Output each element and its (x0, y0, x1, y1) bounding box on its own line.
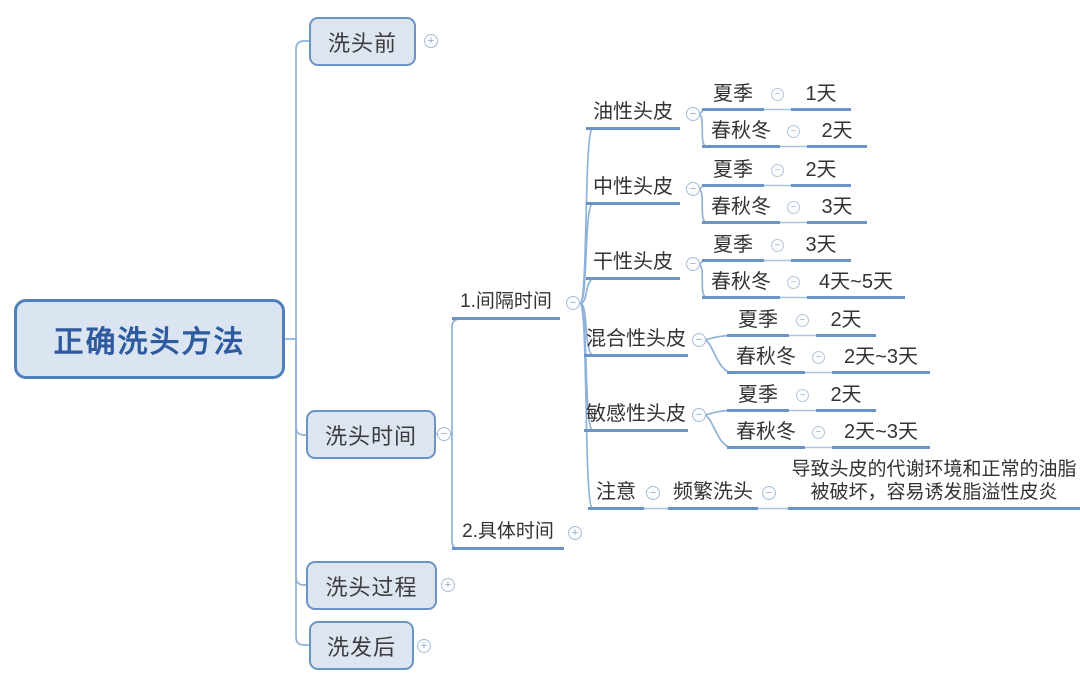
collapse-icon[interactable]: − (646, 486, 660, 500)
topic-note[interactable]: 注意 (588, 481, 644, 510)
topic-days-value[interactable]: 2天 (807, 121, 867, 148)
topic-season-label[interactable]: 夏季 (727, 310, 789, 337)
topic-days-value[interactable]: 2天~3天 (832, 422, 930, 449)
topic-days-value[interactable]: 2天 (791, 160, 851, 187)
leaf-row: 春秋冬 − 2天 (702, 121, 867, 148)
topic-frequent-wash[interactable]: 频繁洗头 (668, 481, 758, 510)
collapse-icon[interactable]: − (686, 107, 700, 121)
leaf-row: 春秋冬 − 2天~3天 (727, 347, 930, 374)
collapse-icon[interactable]: − (686, 182, 700, 196)
topic-season-label[interactable]: 春秋冬 (727, 422, 805, 449)
expand-icon[interactable]: + (441, 578, 455, 592)
collapse-icon[interactable]: − (812, 351, 825, 364)
collapse-icon[interactable]: − (796, 314, 809, 327)
root-topic[interactable]: 正确洗头方法 (14, 299, 285, 379)
topic-dry-scalp[interactable]: 干性头皮 (586, 251, 680, 280)
topic-days-value[interactable]: 3天 (791, 235, 851, 262)
collapse-icon[interactable]: − (686, 257, 700, 271)
topic-season-label[interactable]: 夏季 (727, 385, 789, 412)
topic-sensitive-scalp[interactable]: 敏感性头皮 (584, 403, 688, 432)
leaf-row: 夏季 − 2天 (727, 310, 876, 337)
collapse-icon[interactable]: − (566, 296, 580, 310)
expand-icon[interactable]: + (568, 526, 582, 540)
topic-oily-scalp[interactable]: 油性头皮 (586, 101, 680, 130)
topic-days-value[interactable]: 2天~3天 (832, 347, 930, 374)
leaf-row: 春秋冬 − 4天~5天 (702, 272, 905, 299)
expand-icon[interactable]: + (417, 639, 431, 653)
topic-days-value[interactable]: 2天 (816, 385, 876, 412)
topic-days-value[interactable]: 4天~5天 (807, 272, 905, 299)
leaf-row: 夏季 − 1天 (702, 84, 851, 111)
topic-season-label[interactable]: 春秋冬 (702, 121, 780, 148)
leaf-row: 夏季 − 2天 (702, 160, 851, 187)
collapse-icon[interactable]: − (787, 276, 800, 289)
collapse-icon[interactable]: − (437, 427, 451, 441)
topic-days-value[interactable]: 2天 (816, 310, 876, 337)
topic-wash-process[interactable]: 洗头过程 (306, 561, 437, 610)
topic-season-label[interactable]: 夏季 (702, 84, 764, 111)
leaf-row: 春秋冬 − 2天~3天 (727, 422, 930, 449)
collapse-icon[interactable]: − (787, 201, 800, 214)
collapse-icon[interactable]: − (692, 408, 706, 422)
topic-combination-scalp[interactable]: 混合性头皮 (584, 328, 688, 357)
topic-days-value[interactable]: 3天 (807, 197, 867, 224)
topic-season-label[interactable]: 春秋冬 (727, 347, 805, 374)
topic-after-wash[interactable]: 洗发后 (309, 621, 414, 670)
topic-season-label[interactable]: 夏季 (702, 235, 764, 262)
collapse-icon[interactable]: − (812, 426, 825, 439)
collapse-icon[interactable]: − (787, 125, 800, 138)
collapse-icon[interactable]: − (762, 486, 776, 500)
topic-specific-time[interactable]: 2.具体时间 (452, 521, 564, 550)
topic-note-detail[interactable]: 导致头皮的代谢环境和正常的油脂被破坏，容易诱发脂溢性皮炎 (788, 458, 1080, 510)
topic-season-label[interactable]: 春秋冬 (702, 197, 780, 224)
topic-days-value[interactable]: 1天 (791, 84, 851, 111)
topic-before-wash[interactable]: 洗头前 (309, 17, 416, 66)
topic-neutral-scalp[interactable]: 中性头皮 (586, 176, 680, 205)
collapse-icon[interactable]: − (796, 389, 809, 402)
leaf-row: 夏季 − 2天 (727, 385, 876, 412)
leaf-row: 夏季 − 3天 (702, 235, 851, 262)
collapse-icon[interactable]: − (771, 164, 784, 177)
topic-season-label[interactable]: 夏季 (702, 160, 764, 187)
leaf-row: 春秋冬 − 3天 (702, 197, 867, 224)
collapse-icon[interactable]: − (771, 239, 784, 252)
topic-wash-time[interactable]: 洗头时间 (306, 410, 436, 459)
topic-season-label[interactable]: 春秋冬 (702, 272, 780, 299)
expand-icon[interactable]: + (424, 34, 438, 48)
topic-interval-time[interactable]: 1.间隔时间 (452, 291, 560, 320)
collapse-icon[interactable]: − (771, 88, 784, 101)
collapse-icon[interactable]: − (692, 333, 706, 347)
